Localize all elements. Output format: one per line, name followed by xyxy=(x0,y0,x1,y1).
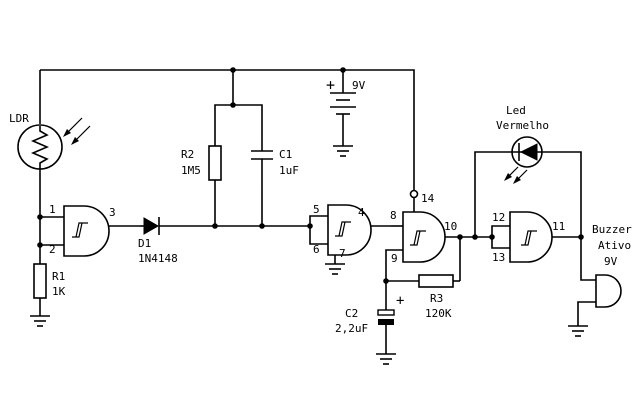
pin-1: 1 xyxy=(49,203,56,216)
c2-plus: + xyxy=(396,293,404,309)
schmitt-symbol-icon xyxy=(335,221,351,237)
battery-voltage: 9V xyxy=(352,79,366,92)
schmitt-symbol-icon xyxy=(521,230,537,246)
pin-6: 6 xyxy=(313,243,320,256)
buzzer-label-line2: Ativo xyxy=(598,239,631,252)
light-emission-arrows-icon xyxy=(504,166,528,184)
led-label-line2: Vermelho xyxy=(496,119,549,132)
battery: + 9V xyxy=(326,70,366,157)
pin-3: 3 xyxy=(109,206,116,219)
schmitt-symbol-icon xyxy=(410,230,426,246)
pin-2: 2 xyxy=(49,243,56,256)
led-label-line1: Led xyxy=(506,104,526,117)
schmitt-symbol-icon xyxy=(72,222,88,238)
c1-ref: C1 xyxy=(279,148,292,161)
r1: R1 1K xyxy=(30,245,66,327)
gate-1: 1 2 3 xyxy=(37,203,140,257)
pin-10: 10 xyxy=(444,220,457,233)
ground-icon xyxy=(30,315,50,327)
pin-11: 11 xyxy=(552,220,565,233)
pin-13: 13 xyxy=(492,251,505,264)
r3: R3 120K xyxy=(383,274,460,320)
gate-4: 12 13 11 xyxy=(489,211,584,264)
c2-value: 2,2uF xyxy=(335,322,368,335)
diode-d1: D1 1N4148 xyxy=(138,217,310,265)
pin-5: 5 xyxy=(313,203,320,216)
gate-3: 8 9 10 14 xyxy=(385,189,492,281)
r2-ref: R2 xyxy=(181,148,194,161)
pin-12: 12 xyxy=(492,211,505,224)
c2-ref: C2 xyxy=(345,307,358,320)
buzzer: Buzzer Ativo 9V xyxy=(568,223,632,337)
ldr: LDR xyxy=(9,70,91,217)
ground-icon xyxy=(333,145,353,157)
pin-8: 8 xyxy=(390,209,397,222)
pin-9: 9 xyxy=(391,252,398,265)
gate-2: 5 6 4 7 xyxy=(307,203,391,275)
pin-14: 14 xyxy=(421,192,435,205)
pin-7: 7 xyxy=(339,247,346,260)
r3-value: 120K xyxy=(425,307,452,320)
r3-ref: R3 xyxy=(430,292,443,305)
battery-plus: + xyxy=(326,76,335,94)
ground-icon xyxy=(568,325,588,337)
d1-ref: D1 xyxy=(138,237,151,250)
r2-value: 1M5 xyxy=(181,164,201,177)
led: Led Vermelho xyxy=(472,104,582,240)
r2-c1-network: R2 1M5 C1 1uF xyxy=(181,70,299,229)
light-arrows-icon xyxy=(63,117,91,145)
buzzer-label-line1: Buzzer xyxy=(592,223,632,236)
ldr-label: LDR xyxy=(9,112,29,125)
ground-icon xyxy=(376,353,396,365)
d1-value: 1N4148 xyxy=(138,252,178,265)
ground-icon xyxy=(325,263,345,275)
pin-4: 4 xyxy=(358,206,365,219)
c2: + C2 2,2uF xyxy=(335,281,404,365)
c1-value: 1uF xyxy=(279,164,299,177)
r1-value: 1K xyxy=(52,285,66,298)
buzzer-label-line3: 9V xyxy=(604,255,618,268)
r1-ref: R1 xyxy=(52,270,65,283)
